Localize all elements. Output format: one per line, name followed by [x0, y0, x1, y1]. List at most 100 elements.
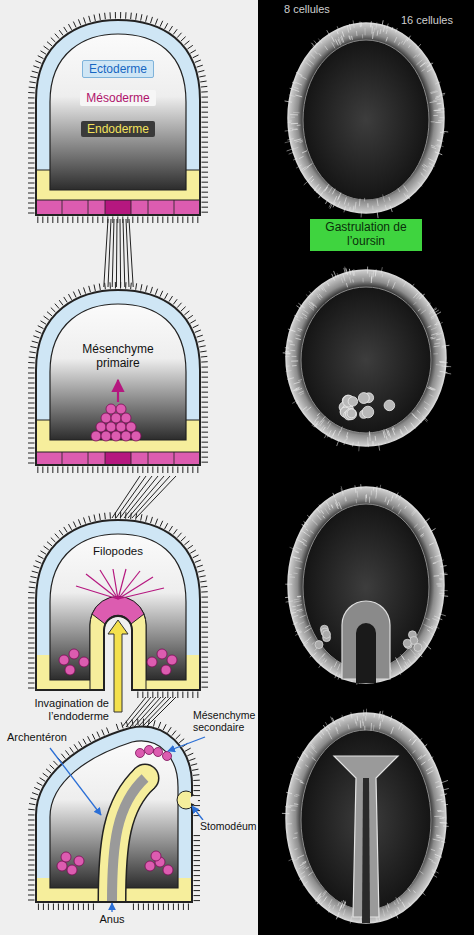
cell-texture: [294, 147, 298, 149]
cilium: [37, 782, 43, 785]
cell-texture: [438, 120, 443, 121]
cilium: [187, 467, 188, 474]
cell-texture: [307, 407, 312, 411]
cilium: [28, 163, 35, 164]
cell-texture: [286, 601, 293, 602]
cell-texture: [419, 871, 423, 874]
cell-texture: [308, 872, 313, 876]
cilium: [152, 467, 153, 474]
blastocoel: [301, 287, 431, 433]
cilium: [28, 830, 35, 831]
cilium: [195, 60, 201, 62]
cilium: [202, 187, 209, 188]
cell-texture: [420, 63, 425, 67]
cell-texture: [412, 413, 417, 419]
cilium: [51, 38, 56, 43]
cell-texture: [292, 400, 298, 403]
cell-texture: [433, 310, 439, 313]
cell-texture: [444, 804, 448, 806]
cilium: [47, 467, 48, 474]
cell-texture: [334, 271, 337, 278]
cell-texture: [340, 905, 341, 909]
cilium: [202, 417, 209, 418]
cell-texture: [294, 87, 299, 89]
archenteron-wall: [112, 778, 145, 902]
cilium: [92, 217, 93, 224]
cell-texture: [293, 557, 297, 558]
cell-texture: [437, 375, 440, 377]
cell-texture: [431, 328, 437, 330]
cilium: [97, 217, 98, 224]
cell-texture: [403, 281, 406, 286]
cilium: [194, 845, 201, 846]
cilium: [194, 785, 201, 786]
sem-photo: [285, 20, 449, 218]
sem-photo: [285, 484, 448, 684]
cell-texture: [424, 754, 427, 756]
cell-texture: [360, 720, 362, 728]
mesenchyme-cell: [414, 643, 422, 651]
cilium: [201, 361, 207, 362]
cilium: [107, 467, 108, 474]
cilium: [190, 550, 196, 553]
cilium: [68, 524, 71, 530]
cell-texture: [429, 543, 434, 545]
part-label: Filopodes: [92, 545, 144, 559]
cell-texture: [290, 330, 296, 332]
part-label: Mésenchyme secondaire: [192, 709, 256, 734]
cilium: [82, 217, 83, 224]
cilium: [28, 865, 35, 866]
cilium: [28, 438, 35, 439]
cell-texture: [312, 757, 316, 760]
cell-texture: [333, 905, 335, 909]
cilium: [169, 526, 173, 531]
cell-texture: [315, 424, 318, 427]
cell-texture: [363, 710, 364, 716]
cell-texture: [392, 428, 395, 435]
cell-texture: [325, 508, 329, 514]
apical-tuft: [120, 219, 122, 287]
cell-texture: [411, 284, 414, 288]
cilium: [199, 346, 205, 347]
blastocoel: [50, 34, 186, 190]
cell-texture: [398, 42, 400, 45]
cilium: [193, 555, 199, 558]
cilium: [195, 560, 201, 562]
cilium: [28, 463, 35, 464]
cilium: [181, 307, 186, 312]
cell-texture: [351, 712, 352, 718]
cell-texture: [333, 202, 335, 207]
cell-texture: [337, 30, 339, 34]
cilium: [28, 885, 35, 886]
cilium: [51, 538, 56, 543]
cell-texture: [377, 199, 378, 206]
cilium: [202, 437, 209, 438]
cell-texture: [321, 901, 323, 904]
cilium: [116, 724, 118, 730]
cell-texture: [346, 283, 347, 287]
cell-texture: [294, 849, 297, 850]
cilium: [77, 217, 78, 224]
cell-texture: [433, 562, 437, 563]
embryo-outline: [36, 20, 200, 215]
cell-texture: [288, 120, 292, 121]
mesenchyme-cell: [136, 749, 145, 758]
cell-texture: [296, 794, 300, 796]
cilium: [194, 890, 201, 891]
cilium: [42, 217, 43, 224]
cell-texture: [318, 421, 321, 425]
cilium: [28, 613, 35, 614]
sem-photo: [282, 709, 449, 924]
cell-texture: [391, 727, 394, 734]
cell-texture: [396, 492, 399, 498]
cell-texture: [295, 82, 302, 85]
cilium: [73, 292, 76, 298]
cilium: [132, 719, 133, 725]
cell-texture: [285, 101, 292, 102]
cell-texture: [437, 140, 444, 142]
cell-texture: [329, 910, 330, 913]
cilium: [197, 65, 203, 67]
mesenchyme-cell: [61, 852, 71, 862]
blastocoel: [303, 40, 429, 200]
cell-texture: [283, 352, 291, 353]
